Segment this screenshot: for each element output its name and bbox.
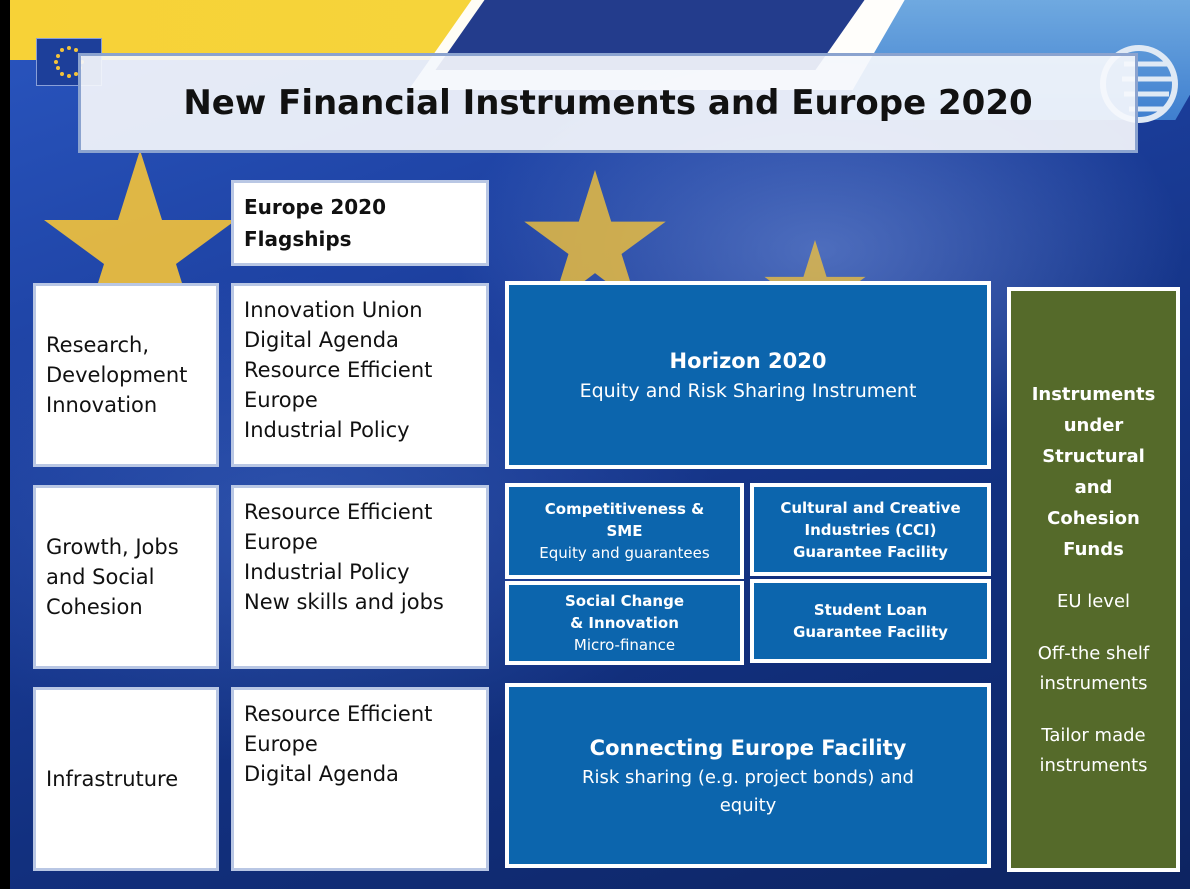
flagship-line: Industrial Policy (244, 418, 410, 442)
structural-item-line: instruments (1039, 754, 1148, 776)
structural-title-line: and (1074, 476, 1113, 498)
flagships-infrastructure: Resource Efficient Europe Digital Agenda (231, 687, 489, 871)
policy-area-line: Development (46, 363, 188, 387)
flagship-line: Europe (244, 388, 318, 412)
competitiveness-subtitle: Equity and guarantees (539, 544, 710, 562)
flagships-header: Europe 2020 Flagships (231, 180, 489, 266)
title-bar: New Financial Instruments and Europe 202… (78, 53, 1138, 153)
policy-area-line: Growth, Jobs (46, 535, 179, 559)
cci-guarantee-box: Cultural and Creative Industries (CCI) G… (750, 483, 991, 576)
student-loan-box: Student Loan Guarantee Facility (750, 579, 991, 663)
social-change-title-line: Social Change (564, 592, 685, 610)
policy-area-line: Research, (46, 333, 150, 357)
connecting-europe-title: Connecting Europe Facility (589, 735, 907, 760)
flagship-line: Resource Efficient (244, 500, 433, 524)
structural-item-line: instruments (1039, 672, 1148, 694)
flagship-line: Digital Agenda (244, 762, 399, 786)
structural-item-tailor-made: Tailor made instruments (1039, 721, 1147, 781)
connecting-europe-subtitle-line: Risk sharing (e.g. project bonds) and (582, 766, 914, 788)
structural-title-line: Instruments (1031, 383, 1156, 405)
competitiveness-title-line: Competitiveness & (544, 500, 705, 518)
policy-area-line: Infrastruture (46, 767, 179, 791)
structural-title-line: Structural (1042, 445, 1145, 467)
connecting-europe-box: Connecting Europe Facility Risk sharing … (505, 683, 991, 868)
structural-title-line: Cohesion (1047, 507, 1140, 529)
flagship-line: Industrial Policy (244, 560, 410, 584)
cci-title-line: Cultural and Creative (780, 498, 961, 517)
flagships-header-line: Europe 2020 (244, 195, 387, 219)
policy-area-growth: Growth, Jobs and Social Cohesion (33, 485, 219, 669)
policy-area-infrastructure: Infrastruture (33, 687, 219, 871)
social-change-subtitle: Micro-finance (573, 636, 676, 654)
structural-funds-box: Instruments under Structural and Cohesio… (1007, 287, 1180, 872)
policy-area-line: Innovation (46, 393, 158, 417)
flagship-line: Resource Efficient (244, 358, 433, 382)
flagship-line: Digital Agenda (244, 328, 399, 352)
flagship-line: Resource Efficient (244, 702, 433, 726)
student-loan-title-line: Student Loan (813, 601, 928, 619)
flagship-line: Europe (244, 530, 318, 554)
background-star-icon (524, 170, 666, 306)
policy-area-line: and Social (46, 565, 155, 589)
student-loan-title-line: Guarantee Facility (793, 623, 948, 641)
structural-item-off-the-shelf: Off-the shelf instruments (1038, 639, 1150, 699)
horizon-2020-title: Horizon 2020 (669, 349, 827, 373)
cci-title-line: Guarantee Facility (793, 542, 948, 561)
structural-item-line: Off-the shelf (1037, 642, 1150, 664)
policy-area-line: Cohesion (46, 595, 143, 619)
structural-funds-title: Instruments under Structural and Cohesio… (1032, 379, 1156, 565)
structural-title-line: under (1063, 414, 1124, 436)
flagship-line: New skills and jobs (244, 590, 444, 614)
horizon-2020-subtitle: Equity and Risk Sharing Instrument (579, 380, 917, 402)
structural-item-eu-level: EU level (1056, 590, 1131, 612)
policy-area-research: Research, Development Innovation (33, 283, 219, 467)
structural-item-line: Tailor made (1041, 724, 1146, 746)
competitiveness-sme-box: Competitiveness & SME Equity and guarant… (505, 483, 744, 579)
social-change-title-line: & Innovation (570, 614, 679, 632)
social-change-box: Social Change & Innovation Micro-finance (505, 581, 744, 665)
background-star-icon (44, 150, 236, 334)
flagships-growth: Resource Efficient Europe Industrial Pol… (231, 485, 489, 669)
flagship-line: Innovation Union (244, 298, 423, 322)
connecting-europe-subtitle-line: equity (719, 794, 777, 816)
flagship-line: Europe (244, 732, 318, 756)
competitiveness-title-line: SME (606, 522, 643, 540)
flagships-research: Innovation Union Digital Agenda Resource… (231, 283, 489, 467)
slide-title: New Financial Instruments and Europe 202… (183, 83, 1033, 123)
flagships-header-line: Flagships (244, 227, 352, 251)
cci-title-line: Industries (CCI) (804, 520, 937, 539)
structural-title-line: Funds (1063, 538, 1124, 560)
horizon-2020-box: Horizon 2020 Equity and Risk Sharing Ins… (505, 281, 991, 469)
